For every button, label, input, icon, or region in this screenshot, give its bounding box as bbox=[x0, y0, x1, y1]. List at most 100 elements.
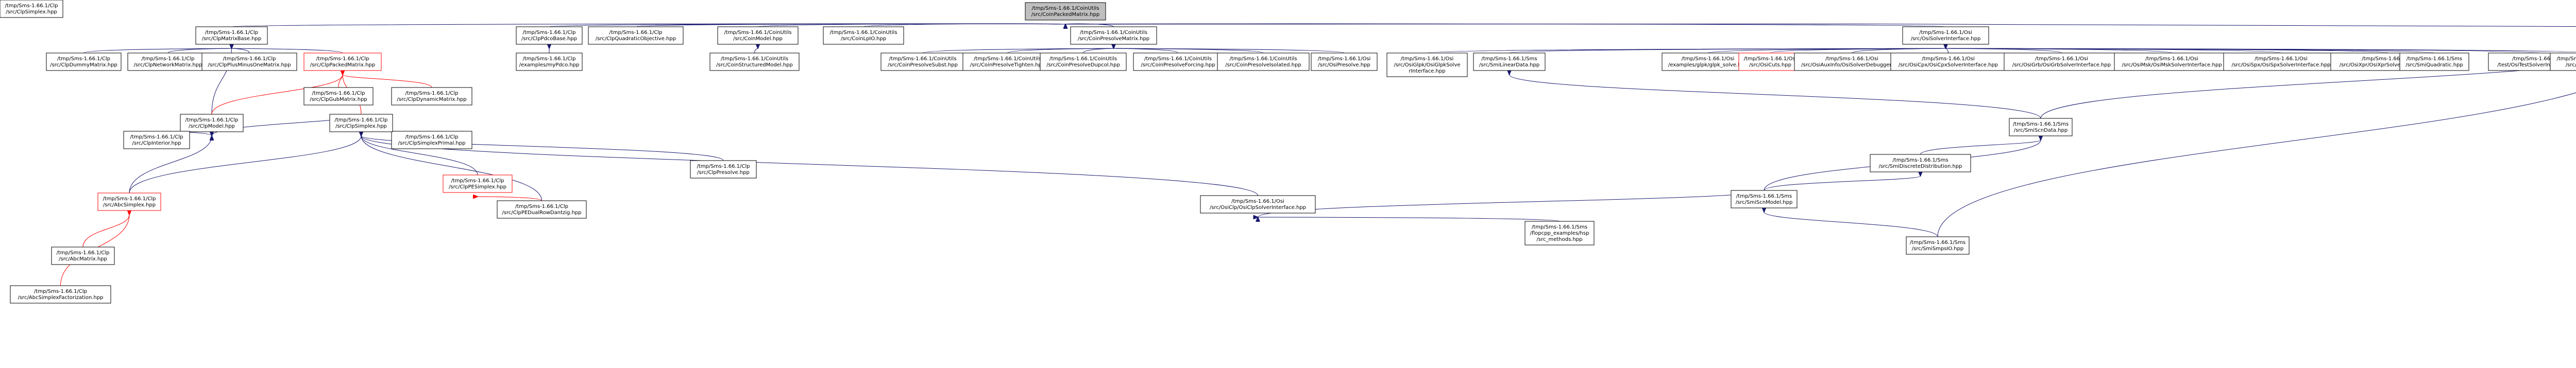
edge-ospr-to-cpres bbox=[1114, 48, 1345, 54]
node-cinter[interactable]: /tmp/Sms-1.66.1/Clp/src/ClpInterior.hpp bbox=[123, 131, 190, 149]
node-smsmod[interactable]: /tmp/Sms-1.66.1/Sms/src/SmiScnModel.hpp bbox=[1731, 190, 1798, 208]
node-label-line: /tmp/Sms-1.66.1/Osi bbox=[1401, 56, 1454, 62]
node-box bbox=[2399, 52, 2469, 71]
edge-smscr-to-smsl bbox=[1510, 75, 2041, 119]
node-box bbox=[880, 52, 965, 71]
node-box bbox=[2550, 52, 2576, 71]
node-label-line: /tmp/Sms-1.66.1/Clp bbox=[205, 30, 258, 36]
node-label-line: /src/SmiQuadratic.hpp bbox=[2405, 62, 2463, 68]
node-cbcc[interactable]: /tmp/Sms-1.66.1/CoinUtils/src/CoinMpsIO.… bbox=[2550, 52, 2576, 71]
node-cmod2[interactable]: /tmp/Sms-1.66.1/CoinUtils/src/CoinStruct… bbox=[709, 52, 800, 71]
node-box bbox=[123, 131, 190, 149]
node-smsmps[interactable]: /tmp/Sms-1.66.1/Sms/src/SmiSmpsIO.hpp bbox=[1906, 236, 1970, 255]
node-label-line: /src/ClpMatrixBase.hpp bbox=[202, 36, 262, 42]
node-box bbox=[1386, 52, 1468, 77]
node-cnm[interactable]: /tmp/Sms-1.66.1/Clp/src/ClpNetworkMatrix… bbox=[127, 52, 209, 71]
node-cqo[interactable]: /tmp/Sms-1.66.1/Clp/src/ClpQuadraticObje… bbox=[588, 26, 684, 45]
node-label-line: /src/OsiPresolve.hpp bbox=[1318, 62, 1370, 68]
node-smsdisc[interactable]: /tmp/Sms-1.66.1/Sms/src/SmiDiscreteDistr… bbox=[1870, 154, 1971, 172]
node-cpxm[interactable]: /tmp/Sms-1.66.1/Clp/src/ClpGubMatrix.hpp bbox=[303, 87, 374, 106]
node-oclp[interactable]: /tmp/Sms-1.66.1/Osi/src/OsiGlpk/OsiGlpkS… bbox=[1386, 52, 1468, 77]
node-label-line: /tmp/Sms-1.66.1/CoinUtils bbox=[724, 30, 791, 36]
node-cpdual[interactable]: /tmp/Sms-1.66.1/Clp/src/ClpPEDualRowDant… bbox=[497, 200, 587, 219]
node-smscr[interactable]: /tmp/Sms-1.66.1/Sms/src/SmiScnData.hpp bbox=[2009, 118, 2073, 136]
node-rm[interactable]: /tmp/Sms-1.66.1/Clp/src/AbcMatrix.hpp bbox=[51, 247, 115, 265]
node-label-line: /tmp/Sms-1.66.1/Clp bbox=[523, 56, 576, 62]
node-cs[interactable]: /tmp/Sms-1.66.1/Clp/src/ClpSimplex.hpp bbox=[0, 0, 63, 18]
node-label-line: /tmp/Sms-1.66.1/Osi bbox=[2362, 56, 2415, 62]
node-ospr[interactable]: /tmp/Sms-1.66.1/Osi/src/OsiPresolve.hpp bbox=[1311, 52, 1378, 71]
node-cpf[interactable]: /tmp/Sms-1.66.1/CoinUtils/src/CoinPresol… bbox=[1133, 52, 1223, 71]
node-label-line: /tmp/Sms-1.66.1/Sms bbox=[2406, 56, 2462, 62]
node-cdm[interactable]: /tmp/Sms-1.66.1/Clp/src/ClpDummyMatrix.h… bbox=[46, 52, 122, 71]
node-orcd[interactable]: /tmp/Sms-1.66.1/Osi/src/OsiAuxInfo/OsiSo… bbox=[1794, 52, 1910, 71]
node-cmb[interactable]: /tmp/Sms-1.66.1/Clp/src/ClpMatrixBase.hp… bbox=[195, 26, 268, 45]
node-rs[interactable]: /tmp/Sms-1.66.1/Clp/src/AbcSimplex.hpp bbox=[97, 192, 161, 211]
node-label-line: /src/SmiLinearData.hpp bbox=[1479, 62, 1539, 68]
node-label-line: /tmp/Sms-1.66.1/Osi bbox=[1682, 56, 1735, 62]
node-smsqp[interactable]: /tmp/Sms-1.66.1/Sms/src/SmiQuadratic.hpp bbox=[2399, 52, 2469, 71]
node-ospx[interactable]: /tmp/Sms-1.66.1/Osi/src/OsiSpx/OsiSpxSol… bbox=[2223, 52, 2339, 71]
node-ocut[interactable]: /tmp/Sms-1.66.1/Osi/src/OsiCuts.hpp bbox=[1738, 52, 1802, 71]
node-cpsm[interactable]: /tmp/Sms-1.66.1/Clp/src/ClpSimplexPrimal… bbox=[391, 131, 472, 149]
node-label-line: /tmp/Sms-1.66.1/Sms bbox=[1736, 194, 1792, 199]
node-label-line: /src_methods.hpp bbox=[1536, 237, 1582, 242]
node-cgm[interactable]: /tmp/Sms-1.66.1/Clp/src/ClpModel.hpp bbox=[180, 114, 244, 132]
node-label-line: /flopcpp_examples/hsp bbox=[1530, 231, 1589, 236]
node-clp_s[interactable]: /tmp/Sms-1.66.1/CoinUtils/src/CoinLpIO.h… bbox=[823, 26, 904, 45]
node-mpf[interactable]: /tmp/Sms-1.66.1/Clp/examples/myPdco.hpp bbox=[516, 52, 583, 71]
edge-cdym-to-cpkm bbox=[343, 75, 432, 88]
node-smsl[interactable]: /tmp/Sms-1.66.1/Sms/src/SmiLinearData.hp… bbox=[1473, 52, 1546, 71]
node-cmod[interactable]: /tmp/Sms-1.66.1/CoinUtils/src/CoinModel.… bbox=[717, 26, 799, 45]
node-box bbox=[1311, 52, 1378, 71]
node-box bbox=[1133, 52, 1223, 71]
node-label-line: /src/AbcMatrix.hpp bbox=[59, 256, 107, 262]
node-cpb[interactable]: /tmp/Sms-1.66.1/Clp/src/ClpPdcoBase.hpp bbox=[516, 26, 583, 45]
node-omsk[interactable]: /tmp/Sms-1.66.1/Osi/src/OsiMsk/OsiMskSol… bbox=[2114, 52, 2230, 71]
node-box bbox=[0, 0, 63, 18]
node-label-line: /tmp/Sms-1.66.1/Sms bbox=[1910, 240, 1965, 246]
node-cpis[interactable]: /tmp/Sms-1.66.1/CoinUtils/src/CoinPresol… bbox=[1217, 52, 1310, 71]
node-cpsub[interactable]: /tmp/Sms-1.66.1/CoinUtils/src/CoinPresol… bbox=[880, 52, 965, 71]
edge-rs-to-csp bbox=[129, 136, 361, 194]
node-ocpx[interactable]: /tmp/Sms-1.66.1/Osi/src/OsiCpx/OsiCpxSol… bbox=[1890, 52, 2006, 71]
edge-cpd-to-cpres bbox=[1083, 48, 1114, 54]
node-box bbox=[329, 114, 393, 132]
node-label-line: /src/CoinPresolveMatrix.hpp bbox=[1078, 36, 1149, 42]
node-cfl[interactable]: /tmp/Sms-1.66.1/Clp/src/ClpPresolve.hpp bbox=[690, 160, 757, 179]
node-box bbox=[303, 52, 382, 71]
node-label-line: /tmp/Sms-1.66.1/Clp bbox=[316, 56, 369, 62]
node-cpt[interactable]: /tmp/Sms-1.66.1/CoinUtils/src/CoinPresol… bbox=[962, 52, 1053, 71]
node-label-line: /src/ClpQuadraticObjective.hpp bbox=[596, 36, 676, 42]
node-cdym[interactable]: /tmp/Sms-1.66.1/Clp/src/ClpDynamicMatrix… bbox=[391, 87, 472, 106]
node-oclpi[interactable]: /tmp/Sms-1.66.1/Osi/src/OsiClp/OsiClpSol… bbox=[1200, 195, 1316, 214]
node-box bbox=[127, 52, 209, 71]
edge-cpm1-to-cmb bbox=[232, 48, 250, 54]
edge-smsmod-to-smsdisc bbox=[1764, 176, 1921, 191]
node-cpres[interactable]: /tmp/Sms-1.66.1/CoinUtils/src/CoinPresol… bbox=[1070, 26, 1157, 45]
node-label-line: /src/CoinLpIO.hpp bbox=[841, 36, 886, 42]
node-osi[interactable]: /tmp/Sms-1.66.1/Osi/src/OsiSolverInterfa… bbox=[1902, 26, 1989, 45]
node-cpkm[interactable]: /tmp/Sms-1.66.1/Clp/src/ClpPackedMatrix.… bbox=[303, 52, 382, 71]
node-box bbox=[1906, 236, 1970, 255]
node-smsq[interactable]: /tmp/Sms-1.66.1/Sms/flopcpp_examples/hsp… bbox=[1524, 221, 1595, 246]
node-label-line: /src/OsiXpr/OsiXprSolverInterface.hpp bbox=[2340, 62, 2437, 68]
node-box bbox=[443, 174, 513, 193]
edge-clp_s-to-root bbox=[863, 24, 1065, 27]
node-label-line: /src/CoinStructuredModel.hpp bbox=[716, 62, 793, 68]
node-label-line: /tmp/Sms-1.66.1/Clp bbox=[697, 164, 750, 169]
node-root[interactable]: /tmp/Sms-1.66.1/CoinUtils/src/CoinPacked… bbox=[1025, 2, 1106, 21]
node-ogrb[interactable]: /tmp/Sms-1.66.1/Osi/src/OsiGrb/OsiGrbSol… bbox=[2004, 52, 2120, 71]
node-csp[interactable]: /tmp/Sms-1.66.1/Clp/src/ClpSimplex.hpp bbox=[329, 114, 393, 132]
node-cpd[interactable]: /tmp/Sms-1.66.1/CoinUtils/src/CoinPresol… bbox=[1040, 52, 1127, 71]
node-cpm1[interactable]: /tmp/Sms-1.66.1/Clp/src/ClpPlusMinusOneM… bbox=[201, 52, 297, 71]
node-box bbox=[97, 192, 161, 211]
edge-cpcs-to-csp bbox=[361, 136, 478, 176]
node-label-line: /test/OsiTestSolverInterface.hpp bbox=[2498, 62, 2576, 68]
node-label-line: /tmp/Sms-1.66.1/CoinUtils bbox=[1080, 30, 1147, 36]
node-rsf[interactable]: /tmp/Sms-1.66.1/Clp/src/AbcSimplexFactor… bbox=[10, 285, 111, 304]
node-label-line: /src/ClpSimplexPrimal.hpp bbox=[398, 141, 466, 146]
node-cpcs[interactable]: /tmp/Sms-1.66.1/Clp/src/ClpPESimplex.hpp bbox=[443, 174, 513, 193]
node-label-line: /src/SmiDiscreteDistribution.hpp bbox=[1878, 164, 1962, 169]
node-label-line: /src/SmiScnModel.hpp bbox=[1736, 200, 1793, 205]
